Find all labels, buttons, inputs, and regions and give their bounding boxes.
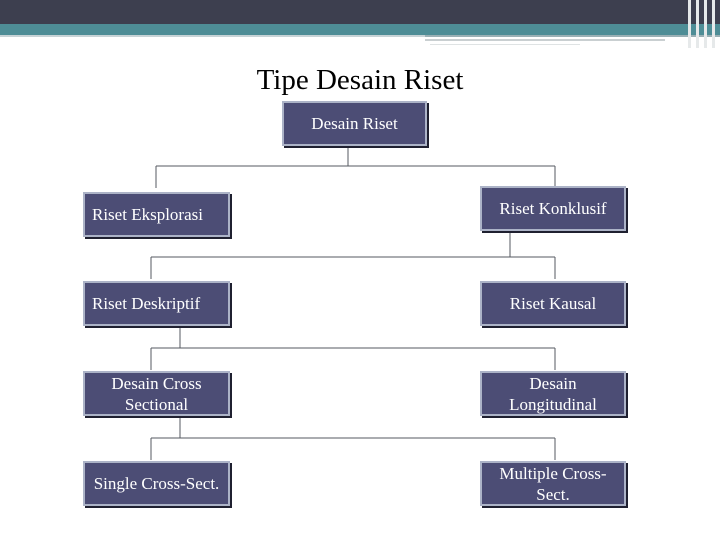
- header-band-dark: [0, 0, 720, 24]
- node-desain-riset: Desain Riset: [282, 101, 427, 146]
- header-band-teal: [0, 24, 720, 35]
- header-stripes: [684, 0, 720, 48]
- node-single-cross-sect: Single Cross-Sect.: [83, 461, 230, 506]
- header-rule: [425, 39, 665, 41]
- header-rule: [430, 44, 580, 45]
- node-desain-cross-sectional: Desain Cross Sectional: [83, 371, 230, 416]
- node-riset-eksplorasi: Riset Eksplorasi: [83, 192, 230, 237]
- node-desain-longitudinal: Desain Longitudinal: [480, 371, 626, 416]
- header-rule: [425, 35, 720, 37]
- slide-title: Tipe Desain Riset: [256, 64, 464, 96]
- node-riset-deskriptif: Riset Deskriptif: [83, 281, 230, 326]
- node-multiple-cross-sect: Multiple Cross-Sect.: [480, 461, 626, 506]
- node-riset-konklusif: Riset Konklusif: [480, 186, 626, 231]
- header-rule: [0, 35, 425, 37]
- node-riset-kausal: Riset Kausal: [480, 281, 626, 326]
